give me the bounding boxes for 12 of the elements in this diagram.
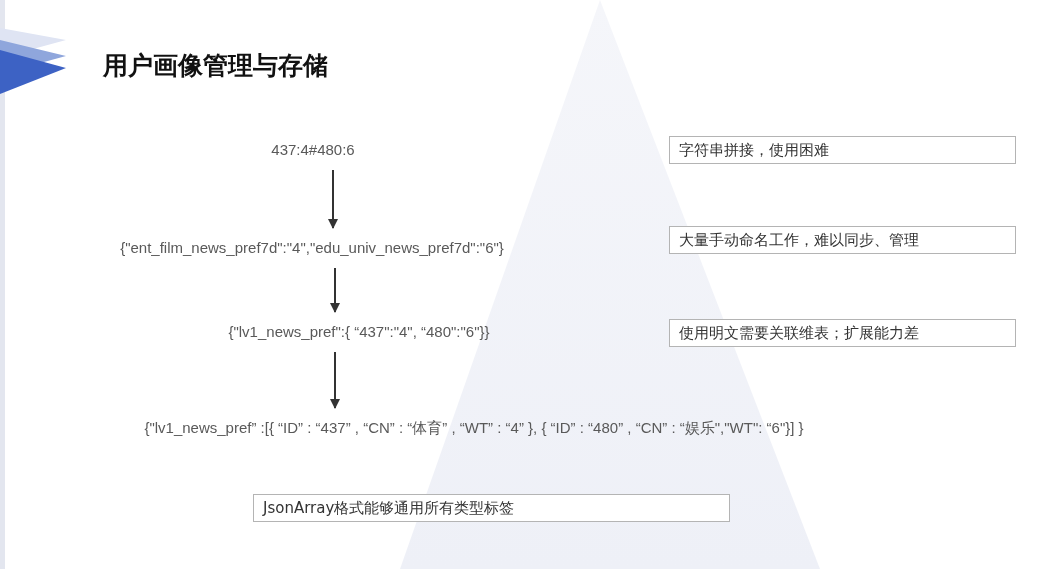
arrow	[330, 267, 340, 313]
slide-title: 用户画像管理与存储	[103, 50, 328, 82]
arrow	[328, 169, 338, 229]
code-text: {"lv1_news_pref” :[{ “ID” : “437” , “CN” : “体育” , “WT” : “4” }, { “ID” : “480” , “CN” : “娱乐","WT": “6"}] }	[144, 418, 804, 438]
note-box: JsonArray格式能够通用所有类型标签	[253, 494, 730, 522]
code-text: {"ent_film_news_pref7d":"4","edu_univ_news_pref7d":"6"}	[120, 238, 504, 258]
note-box: 使用明文需要关联维表；扩展能力差	[669, 319, 1016, 347]
arrow	[330, 351, 340, 409]
code-text: 437:4#480:6	[271, 140, 355, 160]
code-text: {"lv1_news_pref":{ “437":"4", “480":"6"}}	[228, 322, 490, 342]
note-box: 大量手动命名工作，难以同步、管理	[669, 226, 1016, 254]
note-box: 字符串拼接，使用困难	[669, 136, 1016, 164]
